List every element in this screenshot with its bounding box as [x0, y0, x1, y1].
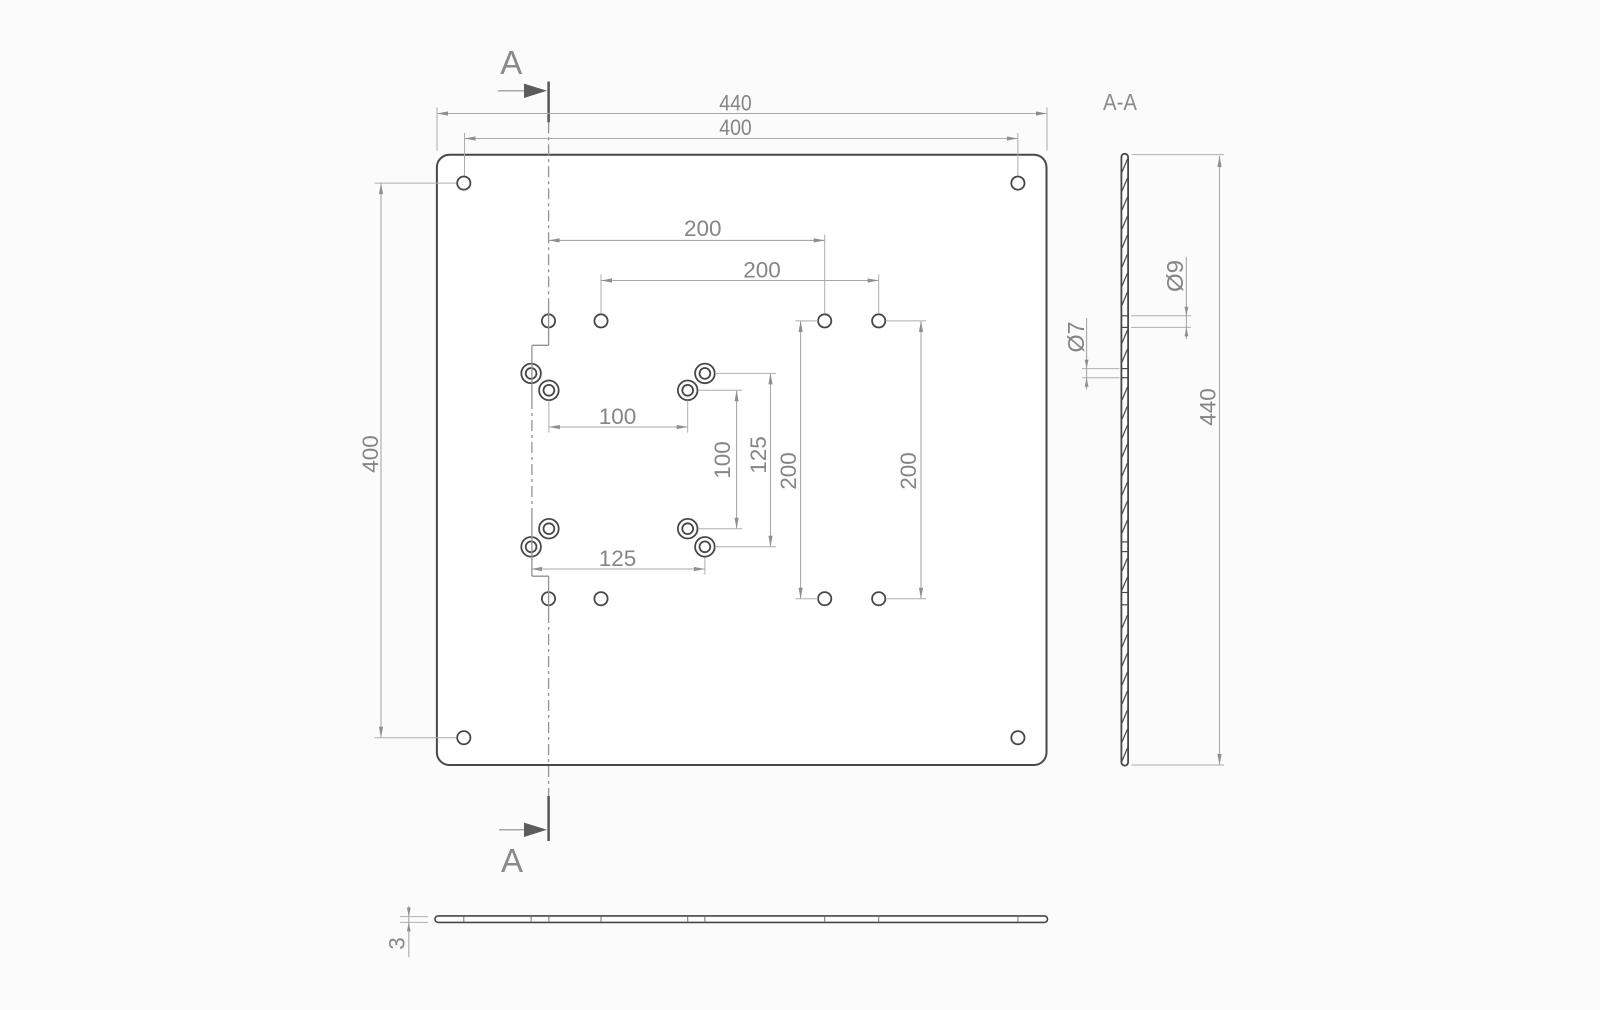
- svg-text:440: 440: [719, 91, 752, 116]
- svg-text:400: 400: [719, 115, 752, 140]
- svg-text:200: 200: [776, 452, 801, 490]
- svg-text:100: 100: [710, 441, 735, 479]
- svg-text:A: A: [501, 842, 523, 879]
- svg-text:Ø7: Ø7: [1063, 322, 1089, 353]
- svg-text:200: 200: [896, 452, 921, 490]
- svg-text:A: A: [500, 44, 522, 81]
- svg-text:100: 100: [599, 404, 637, 429]
- svg-text:440: 440: [1196, 388, 1221, 426]
- svg-text:400: 400: [358, 435, 383, 473]
- svg-text:3: 3: [385, 937, 410, 950]
- svg-text:A-A: A-A: [1103, 89, 1138, 115]
- svg-text:200: 200: [743, 257, 781, 282]
- svg-text:Ø9: Ø9: [1162, 260, 1188, 292]
- svg-text:200: 200: [684, 216, 722, 241]
- svg-text:125: 125: [746, 436, 771, 474]
- svg-text:125: 125: [599, 546, 637, 571]
